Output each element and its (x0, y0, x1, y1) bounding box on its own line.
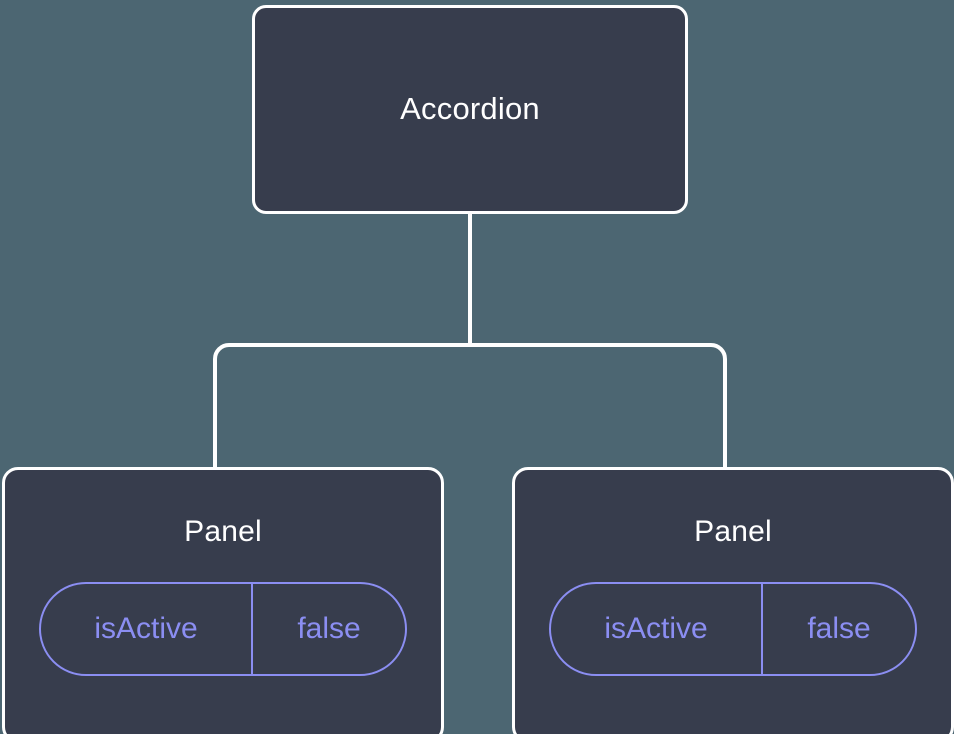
node-accordion[interactable]: Accordion (252, 5, 688, 214)
node-panel-left-label: Panel (184, 515, 262, 548)
prop-key-label: isActive (604, 612, 708, 645)
prop-key-label: isActive (94, 612, 198, 645)
edge-to-panel-left (213, 343, 470, 469)
node-panel-right-label: Panel (694, 515, 772, 548)
node-panel-right[interactable]: Panel isActive false (512, 467, 954, 734)
node-panel-left[interactable]: Panel isActive false (2, 467, 444, 734)
prop-value-label: false (251, 584, 405, 674)
prop-badge-isactive-left[interactable]: isActive false (39, 582, 407, 676)
prop-badge-isactive-right[interactable]: isActive false (549, 582, 917, 676)
edge-to-panel-right (470, 343, 727, 469)
node-accordion-label: Accordion (400, 91, 540, 127)
prop-value-label: false (761, 584, 915, 674)
